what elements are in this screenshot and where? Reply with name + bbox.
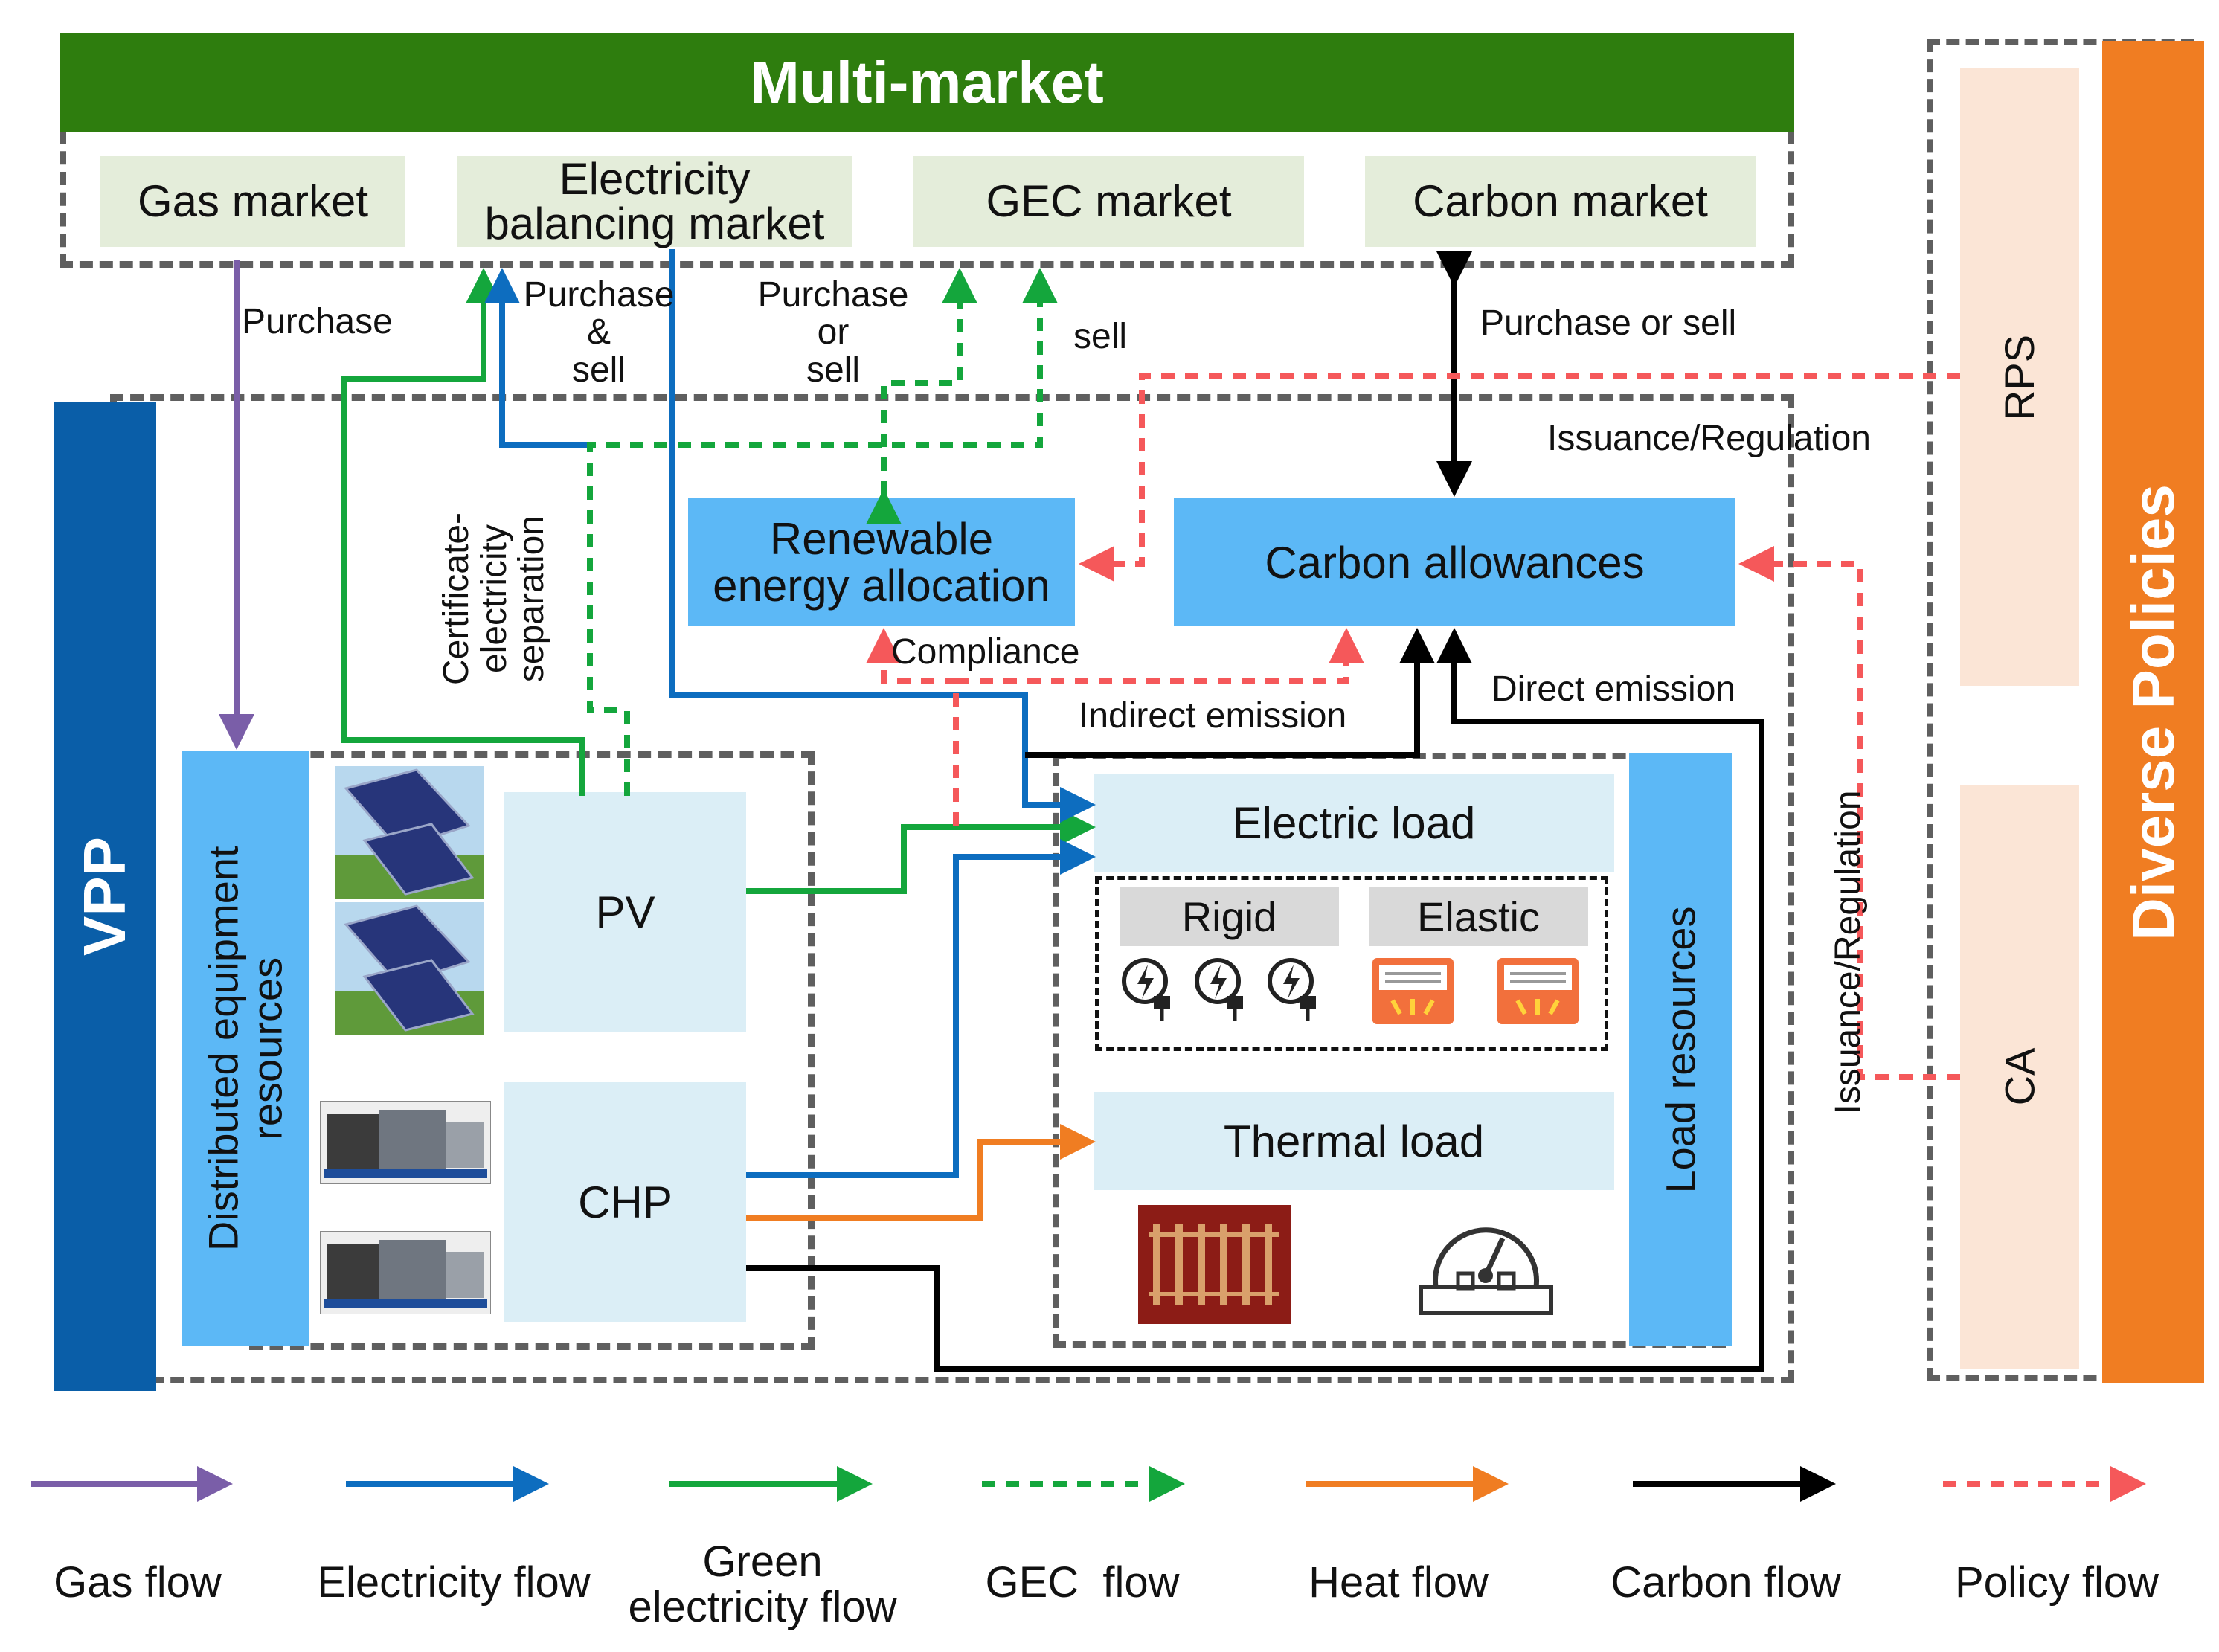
elec-label-3: sell <box>571 350 626 390</box>
electricity-market-label-1: Electricity <box>559 154 751 204</box>
air-conditioner-icon <box>1370 956 1456 1026</box>
gec-purchase-sell-label: Purchase or sell <box>751 275 915 390</box>
air-conditioner-icon <box>1495 956 1581 1026</box>
diverse-policies-bar: Diverse Policies <box>2102 41 2204 1383</box>
electricity-market-label-2: balancing market <box>484 199 825 248</box>
gec-market-label: GEC market <box>986 176 1232 226</box>
load-resources-box: Load resources <box>1629 753 1732 1346</box>
electricity-balancing-market: Electricity balancing market <box>457 156 852 247</box>
gec-label-2: or <box>817 312 850 353</box>
carbon-allowances-label: Carbon allowances <box>1265 537 1645 588</box>
green-electricity-pv-to-market <box>341 268 585 796</box>
gec-label-3: sell <box>806 350 861 390</box>
carbon-indirect-emission <box>1025 628 1435 758</box>
gec-market: GEC market <box>913 156 1304 247</box>
carbon-market-label: Carbon market <box>1413 176 1708 226</box>
policy-rps-to-allocation <box>1079 373 1960 582</box>
policy-compliance-to-allowances <box>956 628 1364 684</box>
rps-box: RPS <box>1960 68 2079 686</box>
multi-market-header: Multi-market <box>60 33 1794 132</box>
pv-label: PV <box>595 887 655 937</box>
legend-carbon: Carbon flow <box>1611 1558 1841 1607</box>
electric-plug-icon <box>1192 956 1252 1023</box>
gec-label-1: Purchase <box>757 275 909 315</box>
vpp-bar: VPP <box>54 402 156 1391</box>
legend-gec: GEC flow <box>985 1558 1180 1607</box>
heat-flow-chp-to-thermal <box>746 1124 1096 1221</box>
electric-plug-icon <box>1120 956 1179 1023</box>
electric-load-label: Electric load <box>1232 797 1476 848</box>
thermal-load-label: Thermal load <box>1223 1116 1485 1166</box>
elec-label-2: & <box>586 312 611 353</box>
pv-box: PV <box>504 792 746 1032</box>
gec-flow-pv <box>587 268 1058 796</box>
issuance-side-text: Issuance/Regulation <box>1828 790 1868 1114</box>
carbon-allowances-box: Carbon allowances <box>1174 498 1735 626</box>
indirect-emission-label: Indirect emission <box>1079 696 1347 736</box>
electricity-branch-to-market <box>484 268 590 448</box>
cert-label-2: electricity <box>474 524 514 674</box>
legend-green-label-2: electricity flow <box>628 1582 897 1631</box>
ca-box: CA <box>1960 785 2079 1369</box>
gec-sell-label: sell <box>1073 317 1128 356</box>
electricity-chp-to-load <box>746 839 1096 1178</box>
renewable-label-2: energy allocation <box>713 561 1050 611</box>
electricity-purchase-sell-label: Purchase & sell <box>513 275 684 390</box>
chp-box: CHP <box>504 1082 746 1322</box>
generator-image-1 <box>320 1101 491 1184</box>
load-type-region <box>1095 876 1608 1051</box>
policy-ca-to-allowances <box>1738 546 1960 1080</box>
carbon-trade-label: Purchase or sell <box>1480 303 1737 343</box>
gas-purchase-label: Purchase <box>242 302 393 341</box>
distributed-equipment-box: Distributed equipment resources <box>182 751 309 1346</box>
rigid-box: Rigid <box>1120 887 1339 946</box>
electric-plug-icon <box>1265 956 1325 1023</box>
direct-emission-label: Direct emission <box>1491 669 1736 709</box>
legend-gas: Gas flow <box>54 1558 222 1607</box>
generator-image-2 <box>320 1231 491 1314</box>
electric-load-box: Electric load <box>1094 774 1614 872</box>
gas-market: Gas market <box>100 156 405 247</box>
green-electricity-pv-to-load <box>746 809 1096 894</box>
chp-label: CHP <box>578 1177 672 1227</box>
radiator-icon <box>1138 1205 1291 1324</box>
gas-market-label: Gas market <box>137 176 369 226</box>
electricity-market-to-load <box>669 249 1096 823</box>
elastic-label: Elastic <box>1417 893 1540 940</box>
policy-compliance-to-allocation <box>866 628 959 826</box>
rigid-label: Rigid <box>1181 893 1277 940</box>
header-title: Multi-market <box>750 49 1104 115</box>
legend-green-electricity: Green electricity flow <box>606 1537 919 1631</box>
pressure-gauge-icon <box>1406 1205 1566 1324</box>
carbon-market: Carbon market <box>1365 156 1756 247</box>
thermal-load-box: Thermal load <box>1094 1092 1614 1190</box>
gec-flow-allocation <box>866 268 977 524</box>
elastic-box: Elastic <box>1369 887 1588 946</box>
elec-label-1: Purchase <box>523 275 675 315</box>
legend-heat: Heat flow <box>1308 1558 1489 1607</box>
issuance-regulation-top-label: Issuance/Regulation <box>1547 419 1871 458</box>
legend-policy: Policy flow <box>1955 1558 2159 1607</box>
solar-panel-image-1 <box>335 766 484 899</box>
legend-electricity: Electricity flow <box>317 1558 591 1607</box>
carbon-direct-emission <box>746 628 1764 1372</box>
issuance-regulation-side-label: Issuance/Regulation <box>1808 781 1889 1123</box>
cert-label-1: Certificate- <box>437 512 477 686</box>
cert-label-3: separation <box>512 515 552 683</box>
certificate-separation-label: Certificate- electricity separation <box>398 512 591 685</box>
legend-green-label-1: Green <box>702 1537 823 1586</box>
solar-panel-image-2 <box>335 902 484 1035</box>
compliance-label: Compliance <box>891 632 1080 672</box>
